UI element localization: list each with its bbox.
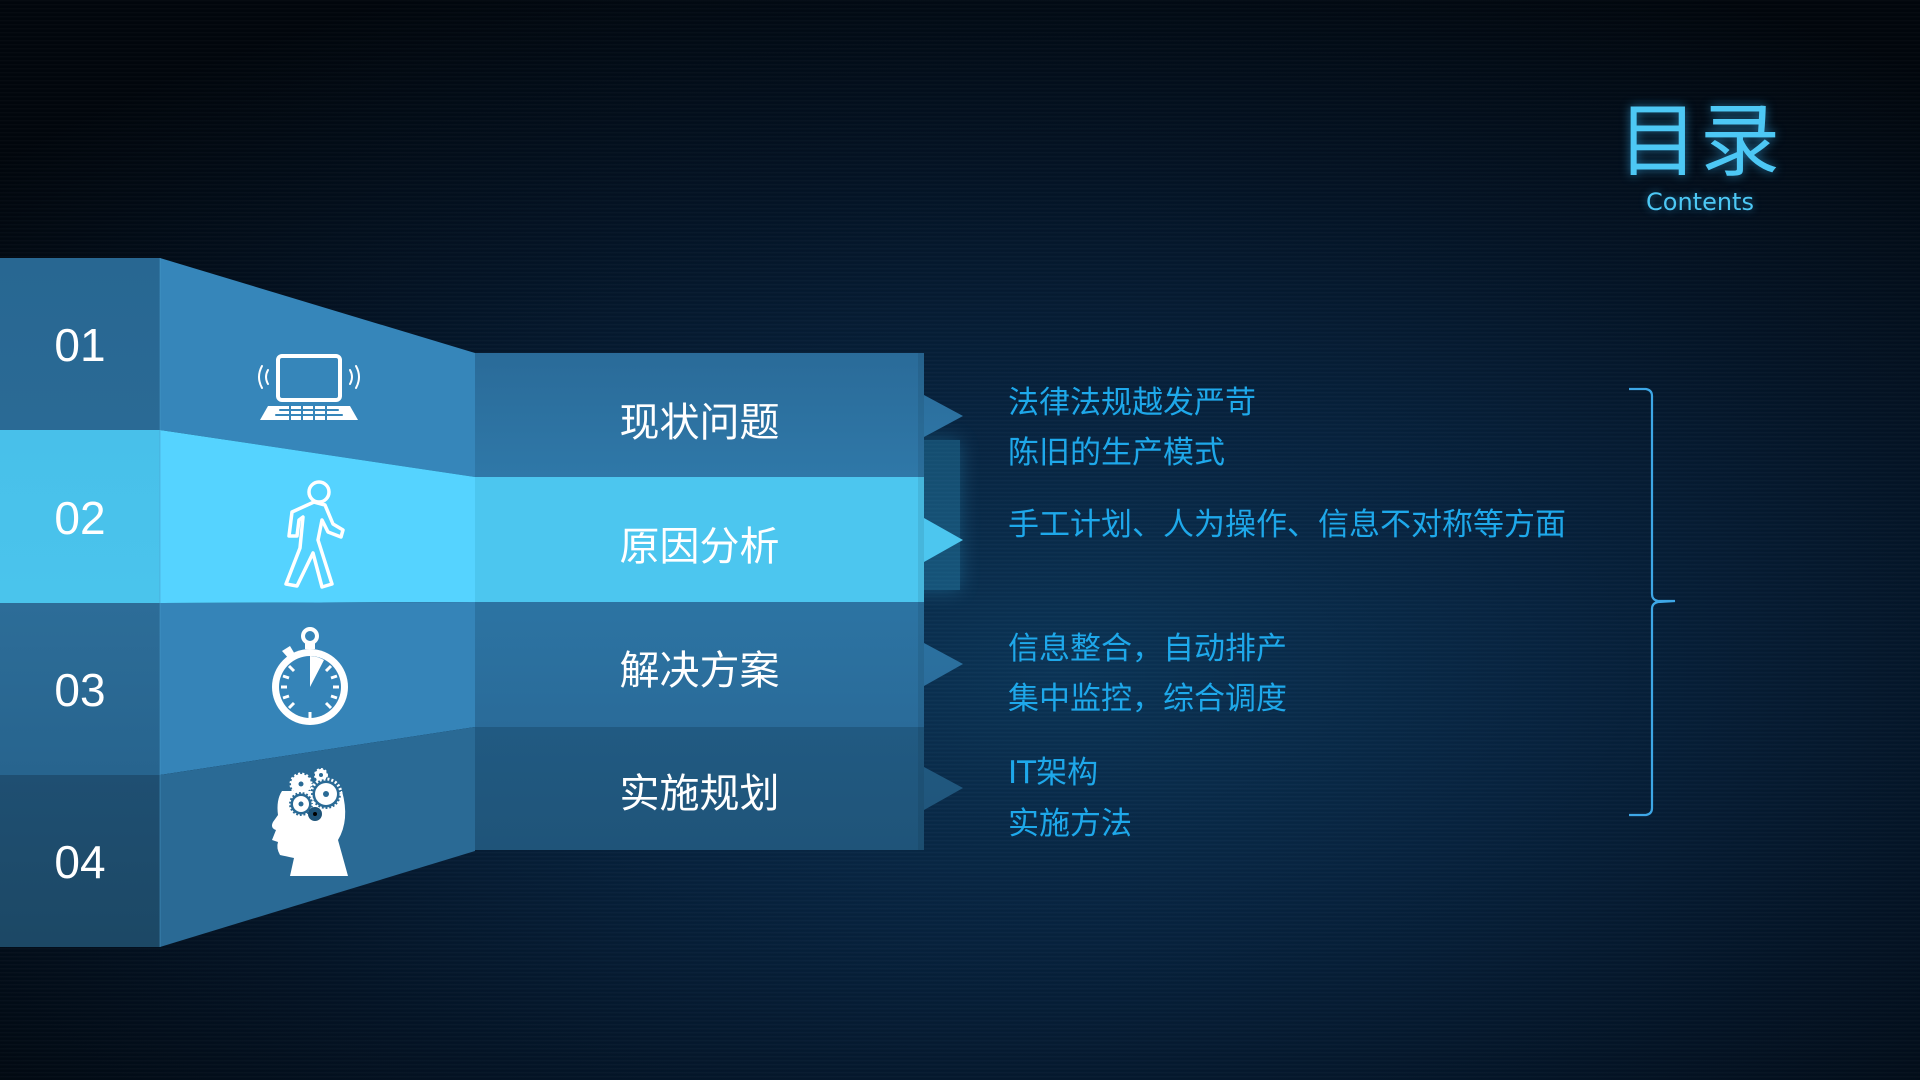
number-cell-03[interactable] — [0, 603, 160, 775]
number-cell-02[interactable] — [0, 430, 160, 603]
detail-1-line-1: 法律法规越发严苛 — [1008, 385, 1256, 421]
detail-3-line-1: 信息整合，自动排产 — [1008, 631, 1287, 667]
detail-2-line-1: 手工计划、人为操作、信息不对称等方面 — [1008, 507, 1566, 543]
section-bar-02[interactable] — [475, 477, 963, 602]
detail-3-line-2: 集中监控，综合调度 — [1008, 681, 1287, 717]
page-title: 目录 — [1618, 95, 1782, 188]
grouping-brace — [1629, 387, 1676, 817]
section-bar-04[interactable] — [475, 727, 963, 850]
section-label-01[interactable]: 现状问题 — [619, 400, 780, 446]
section-bar-01[interactable] — [475, 353, 963, 477]
section-number-04: 04 — [54, 836, 106, 888]
section-bar-03[interactable] — [475, 602, 963, 727]
detail-4-line-1: IT架构 — [1008, 755, 1099, 791]
stopwatch-icon — [272, 627, 348, 725]
walking-person-icon — [284, 480, 345, 589]
section-label-04[interactable]: 实施规划 — [619, 771, 780, 817]
section-number-03: 03 — [54, 664, 106, 716]
section-number-01: 01 — [54, 319, 106, 371]
section-number-02: 02 — [54, 492, 106, 544]
section-label-03[interactable]: 解决方案 — [619, 648, 780, 694]
number-cell-01[interactable] — [0, 258, 160, 430]
title-block: 目录 Contents — [1600, 95, 1800, 217]
icon-panel-02[interactable] — [160, 430, 475, 603]
number-cell-04[interactable] — [0, 775, 160, 947]
head-gears-icon — [272, 768, 348, 876]
detail-4-line-2: 实施方法 — [1008, 806, 1132, 842]
page-subtitle: Contents — [1646, 188, 1754, 216]
laptop-wifi-icon — [258, 354, 360, 421]
section-label-02[interactable]: 原因分析 — [619, 524, 780, 570]
detail-1-line-2: 陈旧的生产模式 — [1008, 435, 1225, 471]
icon-panel-01[interactable] — [160, 258, 475, 477]
